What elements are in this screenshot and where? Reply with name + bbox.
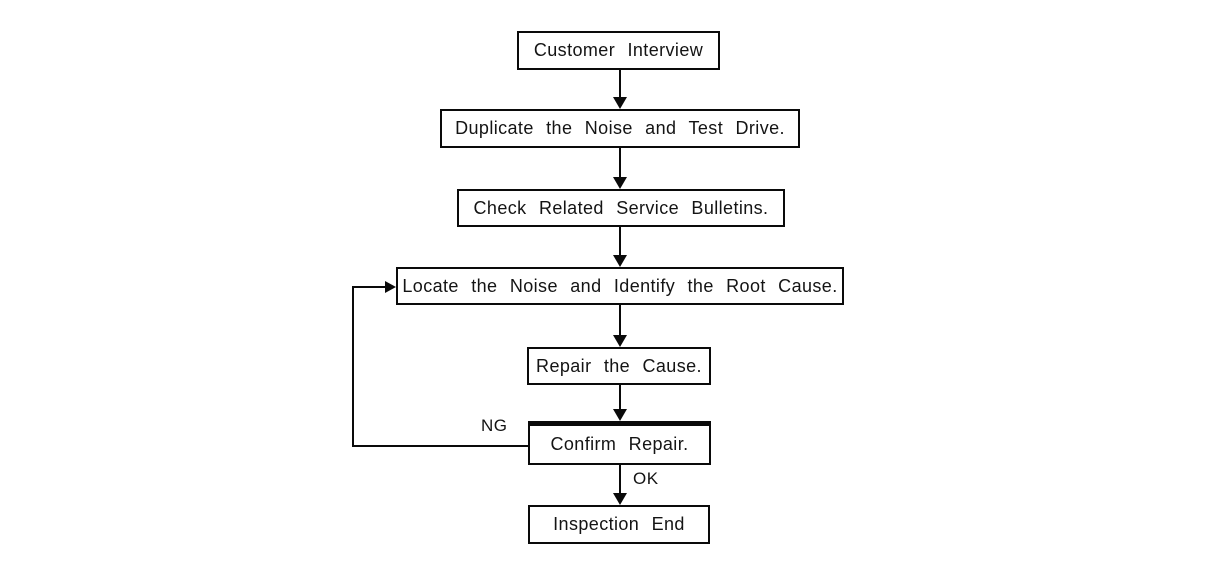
flow-node-label: Check Related Service Bulletins. <box>473 197 769 218</box>
connector-line <box>619 70 621 98</box>
flow-node-duplicate-noise-test-drive: Duplicate the Noise and Test Drive. <box>440 109 800 148</box>
arrow-down-icon <box>613 177 627 189</box>
arrow-down-icon <box>613 493 627 505</box>
flow-node-locate-noise-root-cause: Locate the Noise and Identify the Root C… <box>396 267 844 305</box>
flow-node-label: Locate the Noise and Identify the Root C… <box>402 275 838 296</box>
connector-line <box>619 305 621 336</box>
connector-line <box>619 385 621 410</box>
arrow-down-icon <box>613 409 627 421</box>
flow-node-customer-interview: Customer Interview <box>517 31 720 70</box>
ng-loop-line-top <box>352 286 386 288</box>
flow-node-label: Confirm Repair. <box>550 434 689 454</box>
arrow-down-icon <box>613 255 627 267</box>
arrow-down-icon <box>613 335 627 347</box>
edge-label-ok: OK <box>633 469 659 488</box>
flow-node-repair-cause: Repair the Cause. <box>527 347 711 385</box>
connector-line <box>619 148 621 178</box>
connector-line <box>619 465 621 494</box>
flow-node-label: Inspection End <box>553 514 685 534</box>
arrow-down-icon <box>613 97 627 109</box>
flow-node-label: Customer Interview <box>533 40 704 60</box>
ng-loop-line-bottom <box>352 445 528 447</box>
arrow-right-icon <box>385 281 396 293</box>
ng-loop-line-vertical <box>352 286 354 447</box>
connector-line <box>619 227 621 256</box>
flow-node-label: Repair the Cause. <box>536 355 702 376</box>
edge-label-ng: NG <box>481 416 508 435</box>
flow-node-confirm-repair: Confirm Repair. <box>528 421 711 465</box>
flow-node-label: Duplicate the Noise and Test Drive. <box>455 118 785 138</box>
flow-node-check-service-bulletins: Check Related Service Bulletins. <box>457 189 785 227</box>
flow-node-inspection-end: Inspection End <box>528 505 710 544</box>
